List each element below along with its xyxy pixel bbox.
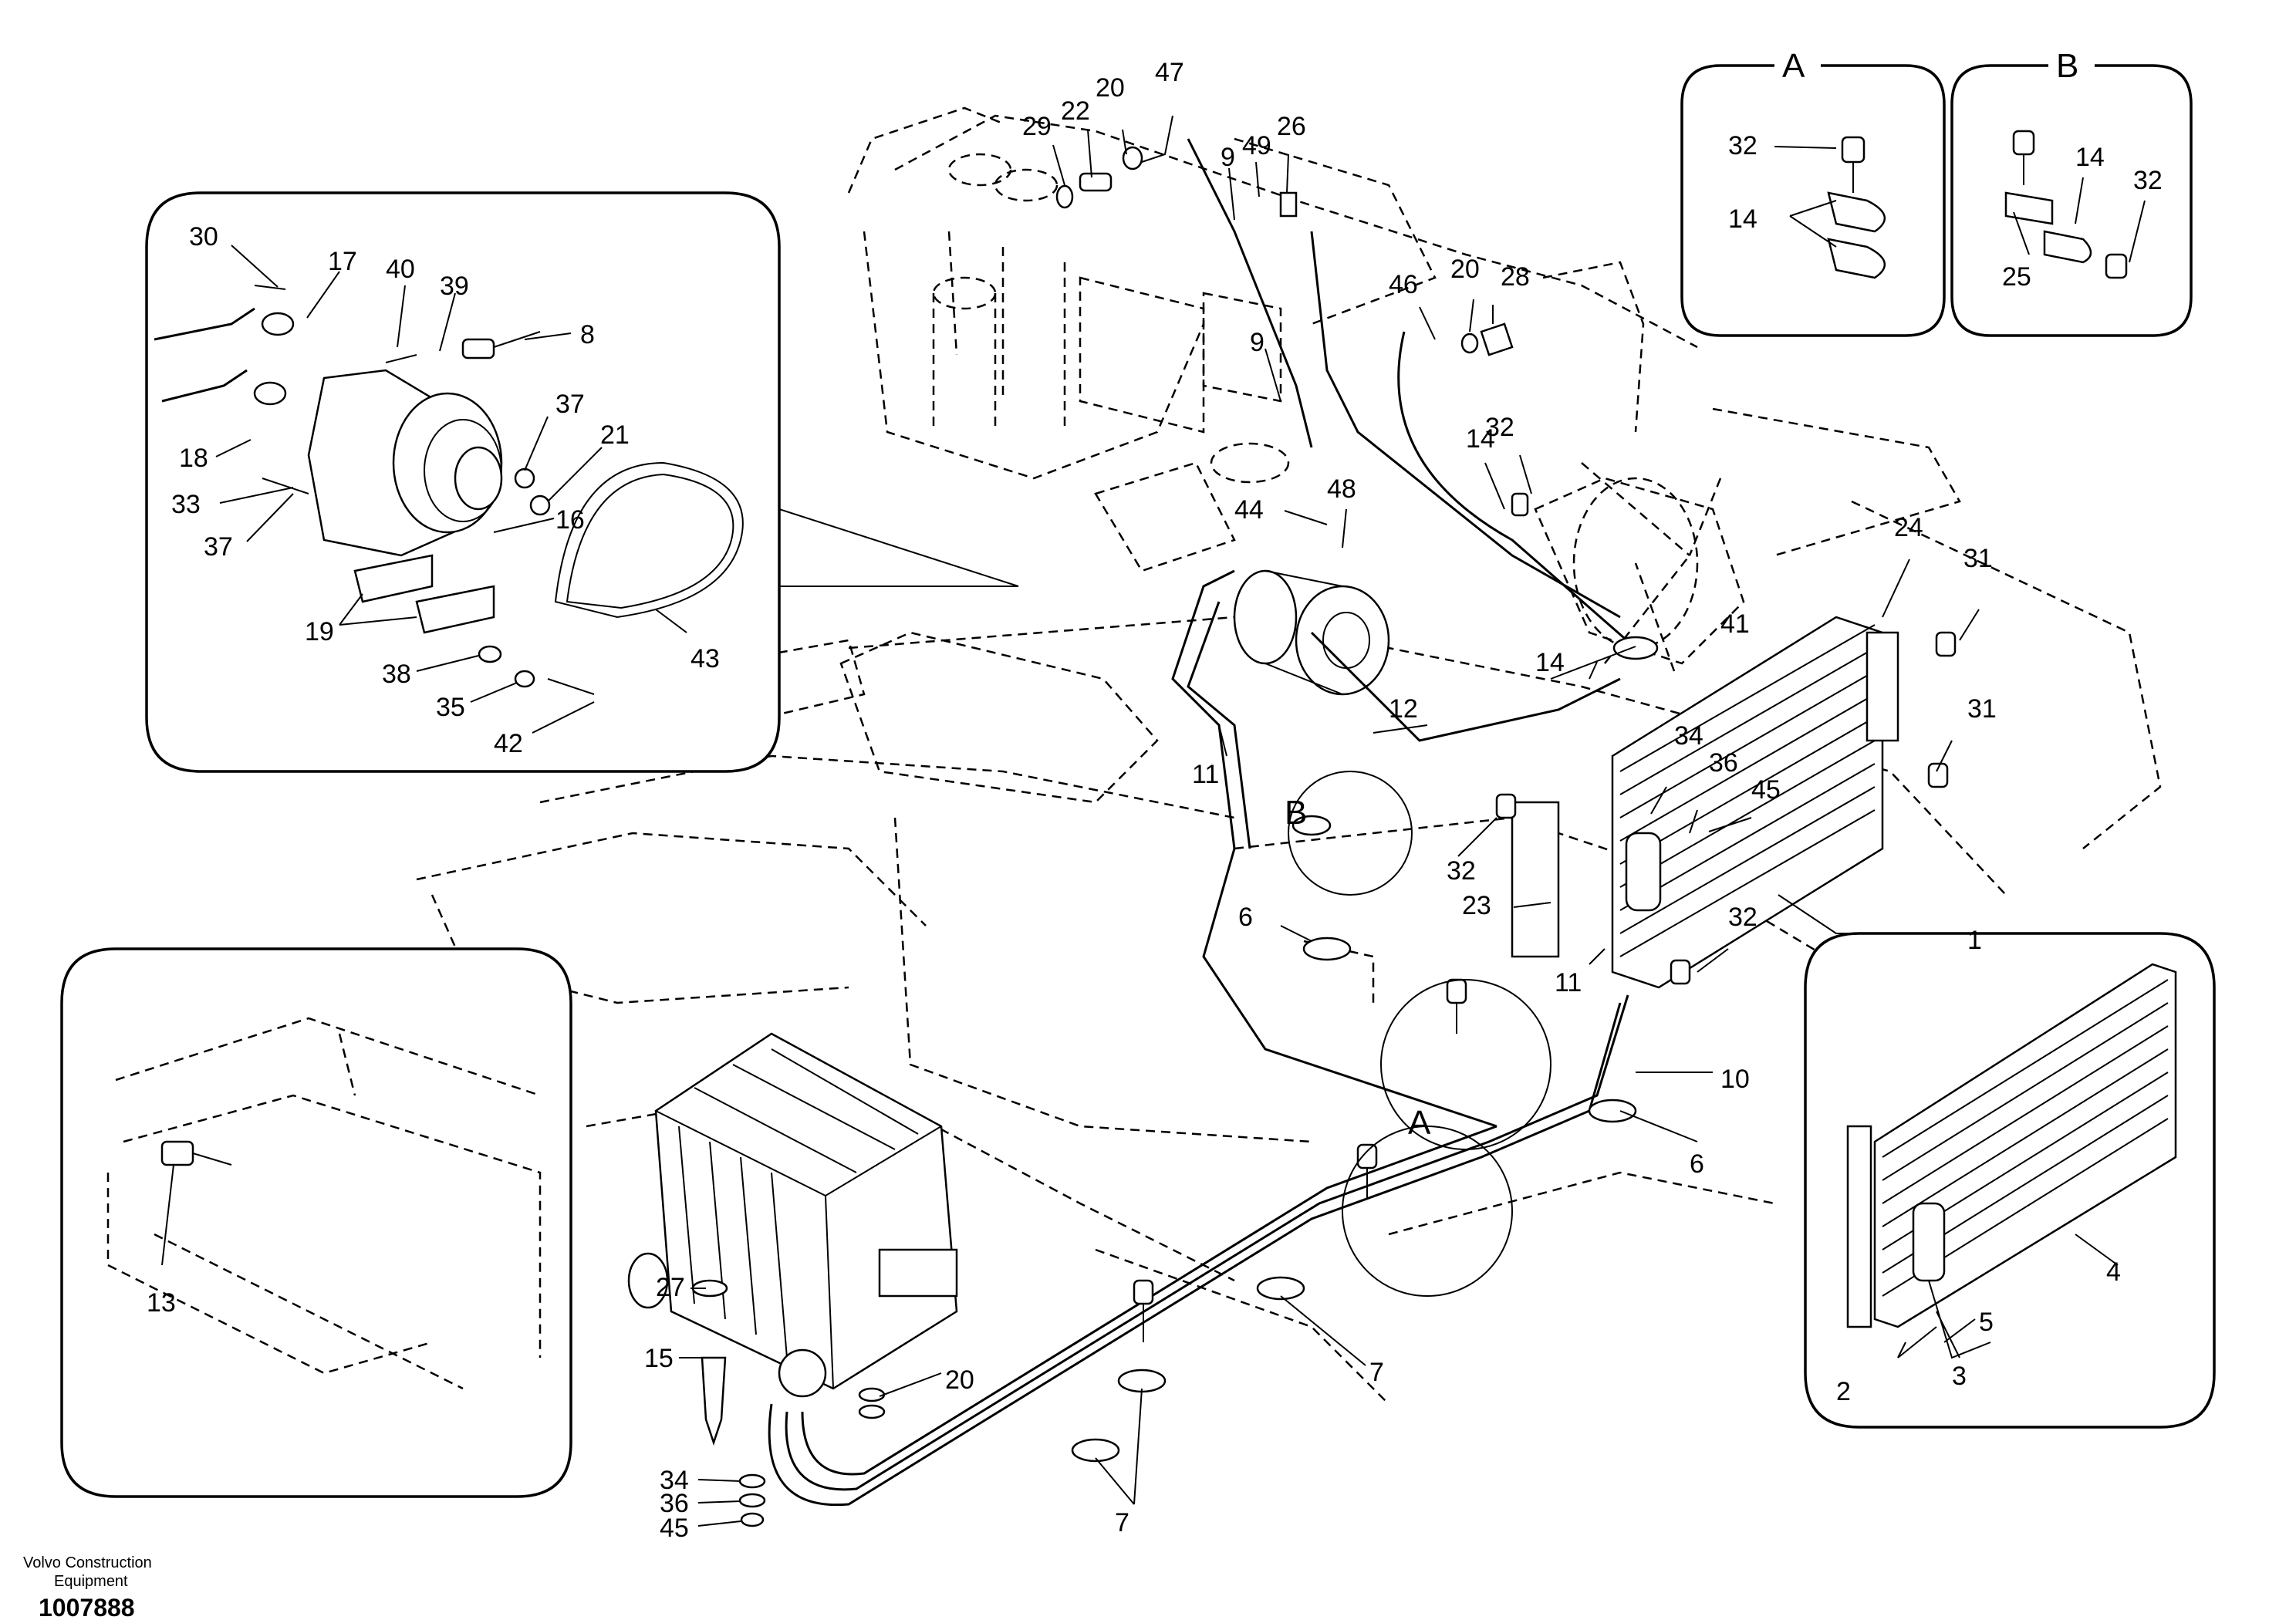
callout-39: 39 <box>440 272 469 301</box>
view-marker-a: A <box>1408 1104 1431 1142</box>
callout-36: 36 <box>660 1489 689 1518</box>
leader-lines <box>161 115 2146 1527</box>
callout-6: 6 <box>1238 903 1253 932</box>
callout-41: 41 <box>1720 609 1750 639</box>
callout-32: 32 <box>2133 166 2163 195</box>
callout-20: 20 <box>1450 255 1480 284</box>
callout-34: 34 <box>1674 721 1703 751</box>
callout-37: 37 <box>555 390 585 419</box>
inset-b-title: B <box>2056 47 2078 85</box>
callout-11: 11 <box>1555 968 1582 997</box>
callout-labels: A 32 14 B 14 32 25 30 17 40 39 8 37 21 1… <box>147 47 2163 1543</box>
bolts <box>1133 492 1957 1342</box>
callout-32: 32 <box>1728 903 1757 932</box>
detail-circle-b <box>1288 771 1413 896</box>
callout-49: 49 <box>1242 131 1271 160</box>
callout-47: 47 <box>1155 58 1184 87</box>
heater-loose-parts <box>691 1279 886 1527</box>
callout-28: 28 <box>1501 262 1530 292</box>
figure-footer: Volvo Construction Equipment 1007888 <box>23 1554 152 1620</box>
callout-14: 14 <box>1466 424 1495 454</box>
callout-31: 31 <box>1963 544 1993 573</box>
callout-9: 9 <box>1250 328 1264 357</box>
switch-detail-inset <box>60 947 572 1498</box>
callout-45: 45 <box>660 1514 689 1543</box>
heater-evaporator-unit <box>627 1032 958 1398</box>
callout-35: 35 <box>436 693 465 722</box>
callout-27: 27 <box>656 1273 685 1302</box>
callout-30: 30 <box>189 222 218 251</box>
callout-17: 17 <box>328 247 357 276</box>
callout-48: 48 <box>1327 474 1356 504</box>
callout-12: 12 <box>1389 694 1418 724</box>
top-fittings <box>1055 146 1514 356</box>
brand-line-2: Equipment <box>54 1573 128 1590</box>
callout-16: 16 <box>555 505 585 535</box>
callout-7: 7 <box>1115 1508 1129 1537</box>
condenser-main <box>1511 616 1899 989</box>
callout-32: 32 <box>1485 413 1514 442</box>
condenser-detail-inset <box>1778 894 2216 1429</box>
callout-32: 32 <box>1447 856 1476 886</box>
callout-13: 13 <box>147 1288 176 1318</box>
callout-42: 42 <box>494 729 523 758</box>
compressor-detail-inset <box>145 191 1019 773</box>
callout-3: 3 <box>1952 1362 1967 1391</box>
clamp-detail-inset-a <box>1680 54 1946 337</box>
callout-43: 43 <box>690 644 720 673</box>
callout-24: 24 <box>1894 513 1923 542</box>
callout-6: 6 <box>1690 1149 1704 1179</box>
callout-29: 29 <box>1022 112 1052 141</box>
machine-frame-outline <box>416 106 2162 1405</box>
callout-20: 20 <box>945 1365 974 1395</box>
detail-circle-a <box>1342 979 1551 1297</box>
hose-bundle <box>768 138 1636 1507</box>
callout-31: 31 <box>1967 694 1997 724</box>
brand-line-1: Volvo Construction <box>23 1554 152 1571</box>
callout-10: 10 <box>1720 1065 1750 1094</box>
callout-38: 38 <box>382 660 411 689</box>
hose-clamps <box>1071 636 1659 1463</box>
callout-45: 45 <box>1751 775 1781 805</box>
callout-14: 14 <box>1728 204 1757 234</box>
callout-9: 9 <box>1221 143 1235 172</box>
compressor-main <box>1233 569 1390 696</box>
callout-5: 5 <box>1979 1308 1994 1337</box>
callout-26: 26 <box>1277 112 1306 141</box>
view-marker-b: B <box>1285 794 1307 832</box>
callout-34: 34 <box>660 1466 689 1495</box>
callout-8: 8 <box>580 320 595 349</box>
callout-14: 14 <box>1535 648 1565 677</box>
clamp-detail-inset-b <box>1950 54 2193 337</box>
callout-1: 1 <box>1967 926 1982 955</box>
callout-18: 18 <box>179 444 208 473</box>
inset-a-title: A <box>1782 47 1805 85</box>
callout-46: 46 <box>1389 270 1418 299</box>
callout-37: 37 <box>204 532 233 562</box>
callout-23: 23 <box>1462 891 1491 920</box>
callout-15: 15 <box>644 1344 674 1373</box>
callout-19: 19 <box>305 617 334 646</box>
callout-40: 40 <box>386 255 415 284</box>
callout-11: 11 <box>1192 760 1219 789</box>
callout-14: 14 <box>2075 143 2105 172</box>
callout-36: 36 <box>1709 748 1738 778</box>
callout-7: 7 <box>1369 1358 1384 1387</box>
callout-33: 33 <box>171 490 201 519</box>
callout-32: 32 <box>1728 131 1757 160</box>
callout-20: 20 <box>1096 73 1125 103</box>
figure-id: 1007888 <box>39 1594 135 1620</box>
callout-25: 25 <box>2002 262 2031 292</box>
callout-44: 44 <box>1234 495 1264 525</box>
callout-2: 2 <box>1836 1377 1851 1406</box>
callout-22: 22 <box>1061 96 1090 126</box>
callout-4: 4 <box>2106 1257 2121 1287</box>
callout-21: 21 <box>600 420 630 450</box>
